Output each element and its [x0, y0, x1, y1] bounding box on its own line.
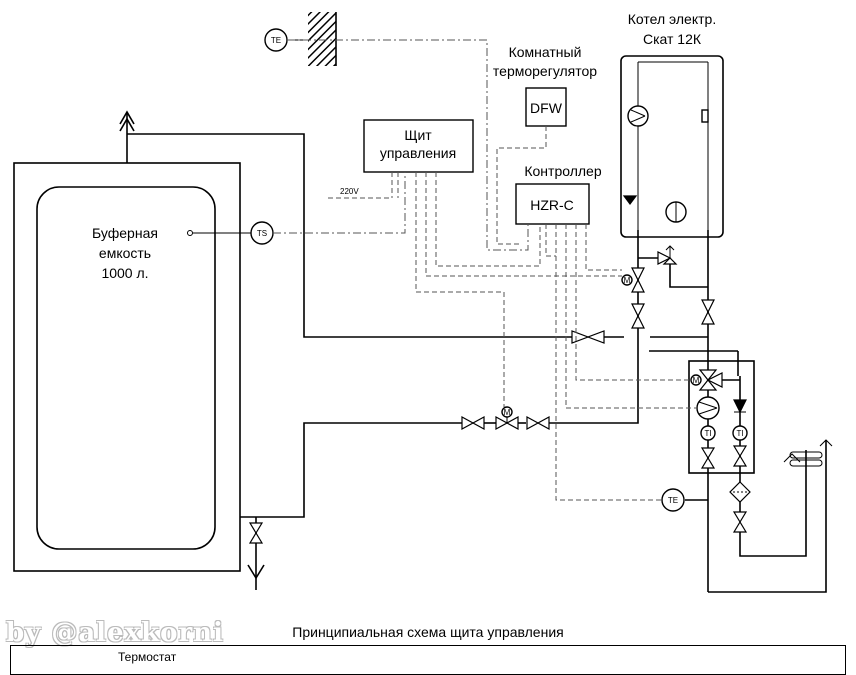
voltage-label: 220V — [340, 187, 359, 196]
strainer-filter — [729, 481, 751, 503]
tank-label-line1: Буферная — [92, 225, 158, 241]
pipes — [127, 133, 709, 590]
mixing-group — [649, 350, 827, 593]
thermostat-label-line1: Комнатный — [509, 44, 582, 60]
valve-boiler-left — [631, 303, 645, 329]
outdoor-sensor: TE — [264, 28, 308, 52]
valve-group-left — [700, 447, 716, 469]
svg-text:TI: TI — [704, 429, 711, 438]
thermostat-label-line2: терморегулятор — [493, 63, 597, 79]
electric-boiler: Котел электр. Скат 12К — [620, 11, 724, 238]
thermometer-right: TI — [732, 425, 748, 441]
radiator — [783, 439, 833, 467]
svg-text:M: M — [693, 376, 700, 385]
valve-motorized-return: M — [495, 406, 519, 431]
svg-text:M: M — [504, 408, 511, 417]
valve-boiler-motorized: M — [621, 267, 645, 293]
tank-label-line3: 1000 л. — [101, 265, 148, 281]
mixing-valve-3way: M — [690, 369, 723, 391]
room-thermostat: Комнатный терморегулятор DFW — [493, 44, 597, 127]
svg-text:TE: TE — [271, 36, 281, 45]
valve-top-supply — [571, 330, 605, 344]
svg-text:TE: TE — [668, 496, 678, 505]
boiler-title-line1: Котел электр. — [628, 11, 716, 27]
hatched-wall — [308, 12, 337, 66]
footer-title: Принципиальная схема щита управления — [292, 624, 564, 640]
supply-sensor: TE — [661, 488, 685, 512]
tank-label-line2: емкость — [99, 245, 151, 261]
dfw-label: DFW — [530, 100, 563, 116]
circulation-pump — [696, 396, 720, 420]
watermark: by @alexkorni — [6, 618, 224, 648]
buffer-tank: Буферная емкость 1000 л. — [13, 162, 241, 572]
tank-top-outlet — [119, 110, 135, 163]
thermometer-left: TI — [700, 425, 716, 441]
svg-text:M: M — [624, 276, 631, 285]
valve-return-2 — [526, 415, 550, 431]
svg-text:TI: TI — [736, 429, 743, 438]
footer-thermostat-label: Термостат — [118, 650, 177, 664]
tank-sensor: TS — [187, 221, 274, 245]
power-feed: 220V — [328, 172, 393, 199]
svg-text:TS: TS — [257, 229, 267, 238]
hzr-label: HZR-C — [530, 197, 574, 213]
valve-group-right — [732, 445, 748, 467]
valve-return-1 — [461, 415, 485, 431]
valve-boiler-right — [701, 299, 715, 325]
valve-bottom-return — [732, 511, 748, 533]
control-panel: Щит управления — [363, 119, 474, 173]
panel-label-line1: Щит — [404, 127, 432, 143]
signal-lines — [273, 39, 697, 501]
boiler-title-line2: Скат 12К — [643, 31, 702, 47]
panel-label-line2: управления — [380, 145, 456, 161]
valve-tank-drain — [248, 522, 264, 544]
safety-valve — [657, 245, 678, 265]
check-valve — [733, 399, 747, 414]
controller-label: Контроллер — [524, 163, 601, 179]
controller: Контроллер HZR-C — [515, 163, 602, 225]
